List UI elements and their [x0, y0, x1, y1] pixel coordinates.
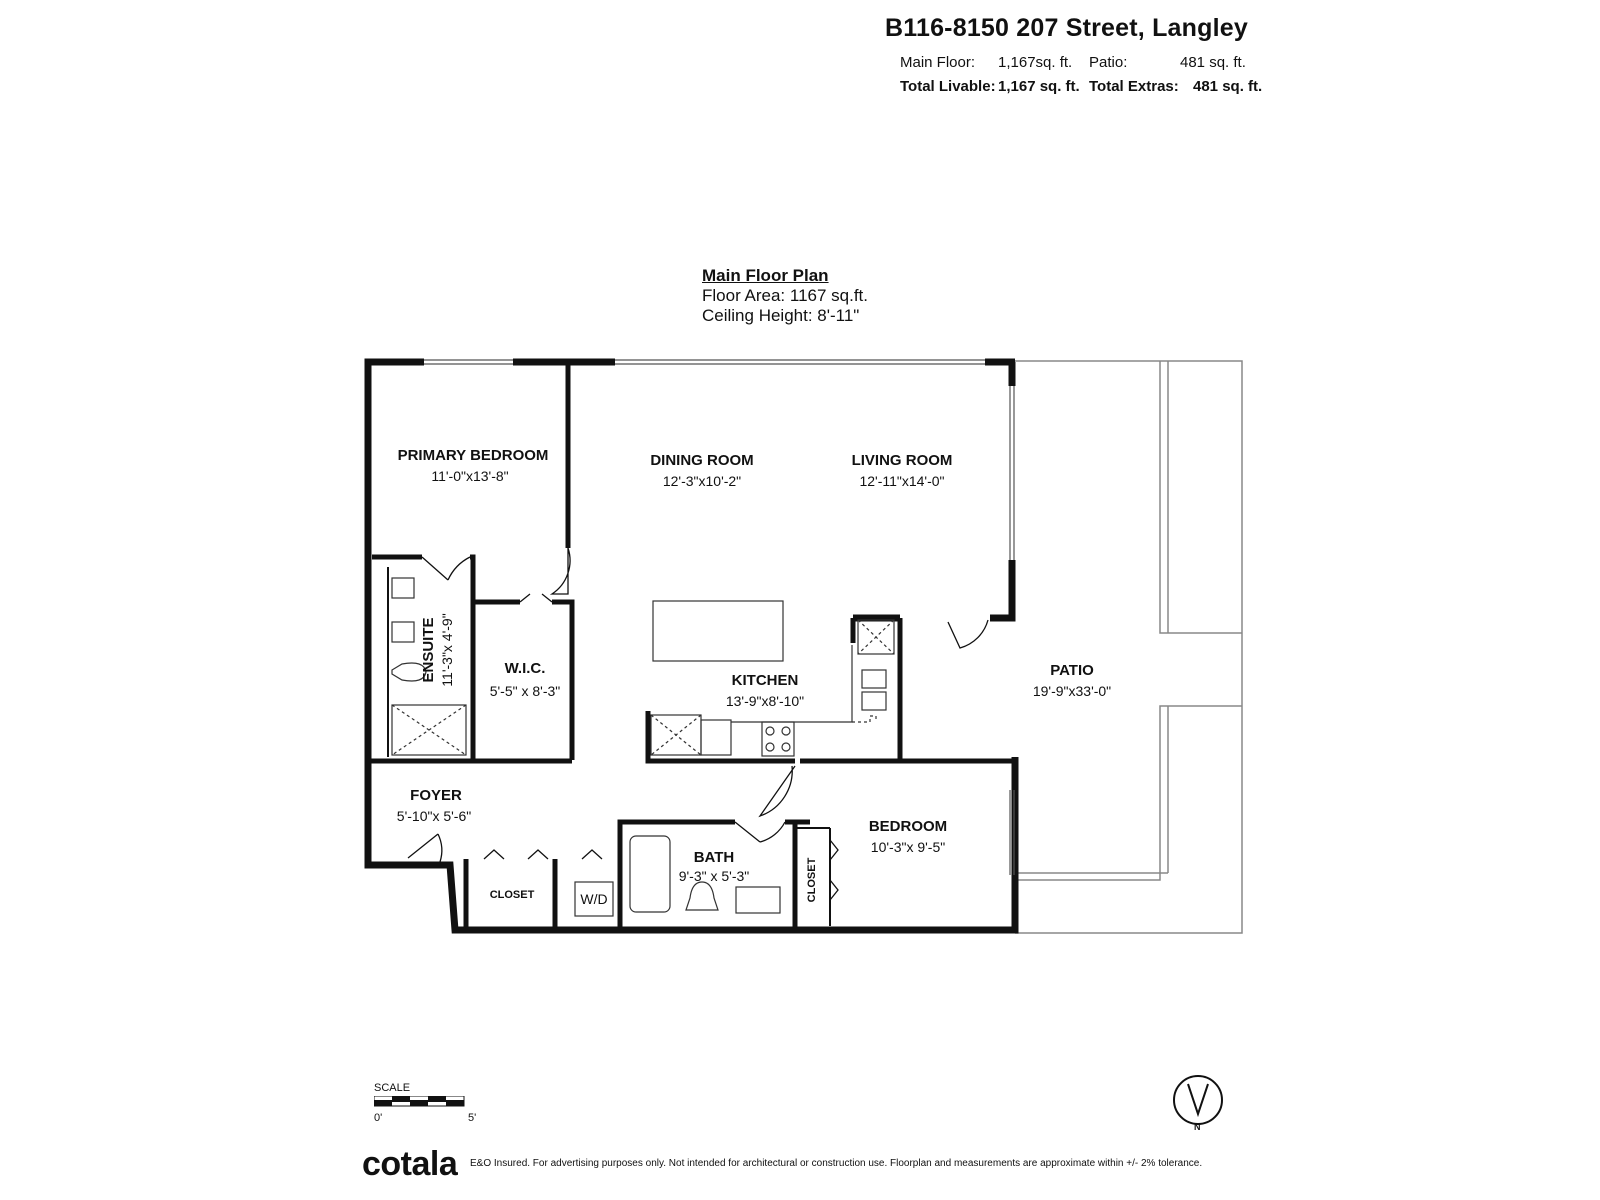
patio-dims: 19'-9"x33'-0": [1033, 683, 1111, 699]
patio-label: PATIO: [1050, 662, 1094, 679]
compass-icon: [1173, 1075, 1223, 1125]
door-swings: [407, 547, 989, 901]
main-floor-value: 1,167sq. ft.: [998, 54, 1073, 71]
compass-label: N: [1194, 1122, 1201, 1132]
ceiling-height: Ceiling Height: 8'-11": [702, 306, 860, 325]
ensuite-dims: 11'-3"x 4'-9": [439, 613, 455, 686]
scale-graphic: [374, 1096, 465, 1107]
scale-max: 5': [468, 1112, 477, 1124]
ensuite-shower: [391, 704, 467, 756]
dining-room-dims: 12'-3"x10'-2": [663, 473, 741, 489]
fixtures: [391, 577, 895, 917]
kitchen-stove: [761, 721, 795, 757]
foyer-label: FOYER: [410, 787, 462, 804]
bath-dims: 9'-3" x 5'-3": [679, 868, 750, 884]
wic-label: W.I.C.: [505, 660, 546, 677]
foyer-closet-label: CLOSET: [490, 889, 535, 901]
scale-min: 0': [374, 1112, 383, 1124]
wic-dims: 5'-5" x 8'-3": [490, 683, 561, 699]
windows: [424, 359, 1015, 875]
disclaimer: E&O Insured. For advertising purposes on…: [470, 1158, 1203, 1169]
bath-vanity: [735, 886, 781, 914]
washer-dryer-box: [574, 881, 614, 917]
floor-area: Floor Area: 1167 sq.ft.: [702, 286, 868, 305]
plan-heading: Main Floor Plan Floor Area: 1167 sq.ft. …: [702, 266, 868, 326]
ensuite-sink-1: [391, 577, 415, 599]
living-room-label: LIVING ROOM: [852, 452, 953, 469]
kitchen-dims: 13'-9"x8'-10": [726, 693, 804, 709]
patio-outline: [1015, 360, 1243, 934]
kitchen-dishwasher: [857, 619, 895, 655]
plan-title: Main Floor Plan: [702, 266, 829, 285]
bath-tub: [629, 835, 671, 913]
foyer-dims: 5'-10"x 5'-6": [397, 808, 471, 824]
brand-logo: cotala: [362, 1145, 458, 1183]
bath-label: BATH: [694, 849, 735, 866]
primary-bedroom-label: PRIMARY BEDROOM: [398, 447, 549, 464]
kitchen-island: [652, 600, 784, 662]
ensuite-toilet: [391, 662, 427, 682]
washer-dryer-label: W/D: [580, 891, 607, 907]
bedroom-label: BEDROOM: [869, 818, 947, 835]
total-livable-label: Total Livable:: [900, 78, 996, 95]
dining-room-label: DINING ROOM: [650, 452, 753, 469]
ensuite-label: ENSUITE: [420, 617, 437, 682]
total-extras-label: Total Extras:: [1089, 78, 1179, 95]
patio-label: Patio:: [1089, 54, 1128, 71]
kitchen-sink-2: [861, 691, 887, 711]
main-floor-label: Main Floor:: [900, 54, 976, 71]
total-extras-value: 481 sq. ft.: [1193, 78, 1263, 95]
living-room-dims: 12'-11"x14'-0": [859, 473, 944, 489]
bedroom-dims: 10'-3"x 9'-5": [871, 839, 945, 855]
north-arrow: N: [1172, 1074, 1226, 1134]
kitchen-sink-1: [861, 669, 887, 689]
primary-bedroom-dims: 11'-0"x13'-8": [431, 468, 508, 484]
room-labels: PRIMARY BEDROOM 11'-0"x13'-8" DINING ROO…: [397, 447, 1111, 907]
ensuite-sink-2: [391, 621, 415, 643]
address-title: B116-8150 207 Street, Langley: [885, 14, 1248, 42]
total-livable-value: 1,167 sq. ft.: [998, 78, 1080, 95]
thin-walls: [387, 567, 831, 926]
patio-value: 481 sq. ft.: [1180, 54, 1246, 71]
kitchen-label: KITCHEN: [732, 672, 799, 689]
bedroom-closet-label: CLOSET: [806, 857, 818, 902]
scale-label: SCALE: [374, 1082, 411, 1094]
bath-toilet: [685, 881, 719, 911]
interior-walls: [370, 365, 1015, 930]
exterior-walls: [364, 358, 1019, 934]
